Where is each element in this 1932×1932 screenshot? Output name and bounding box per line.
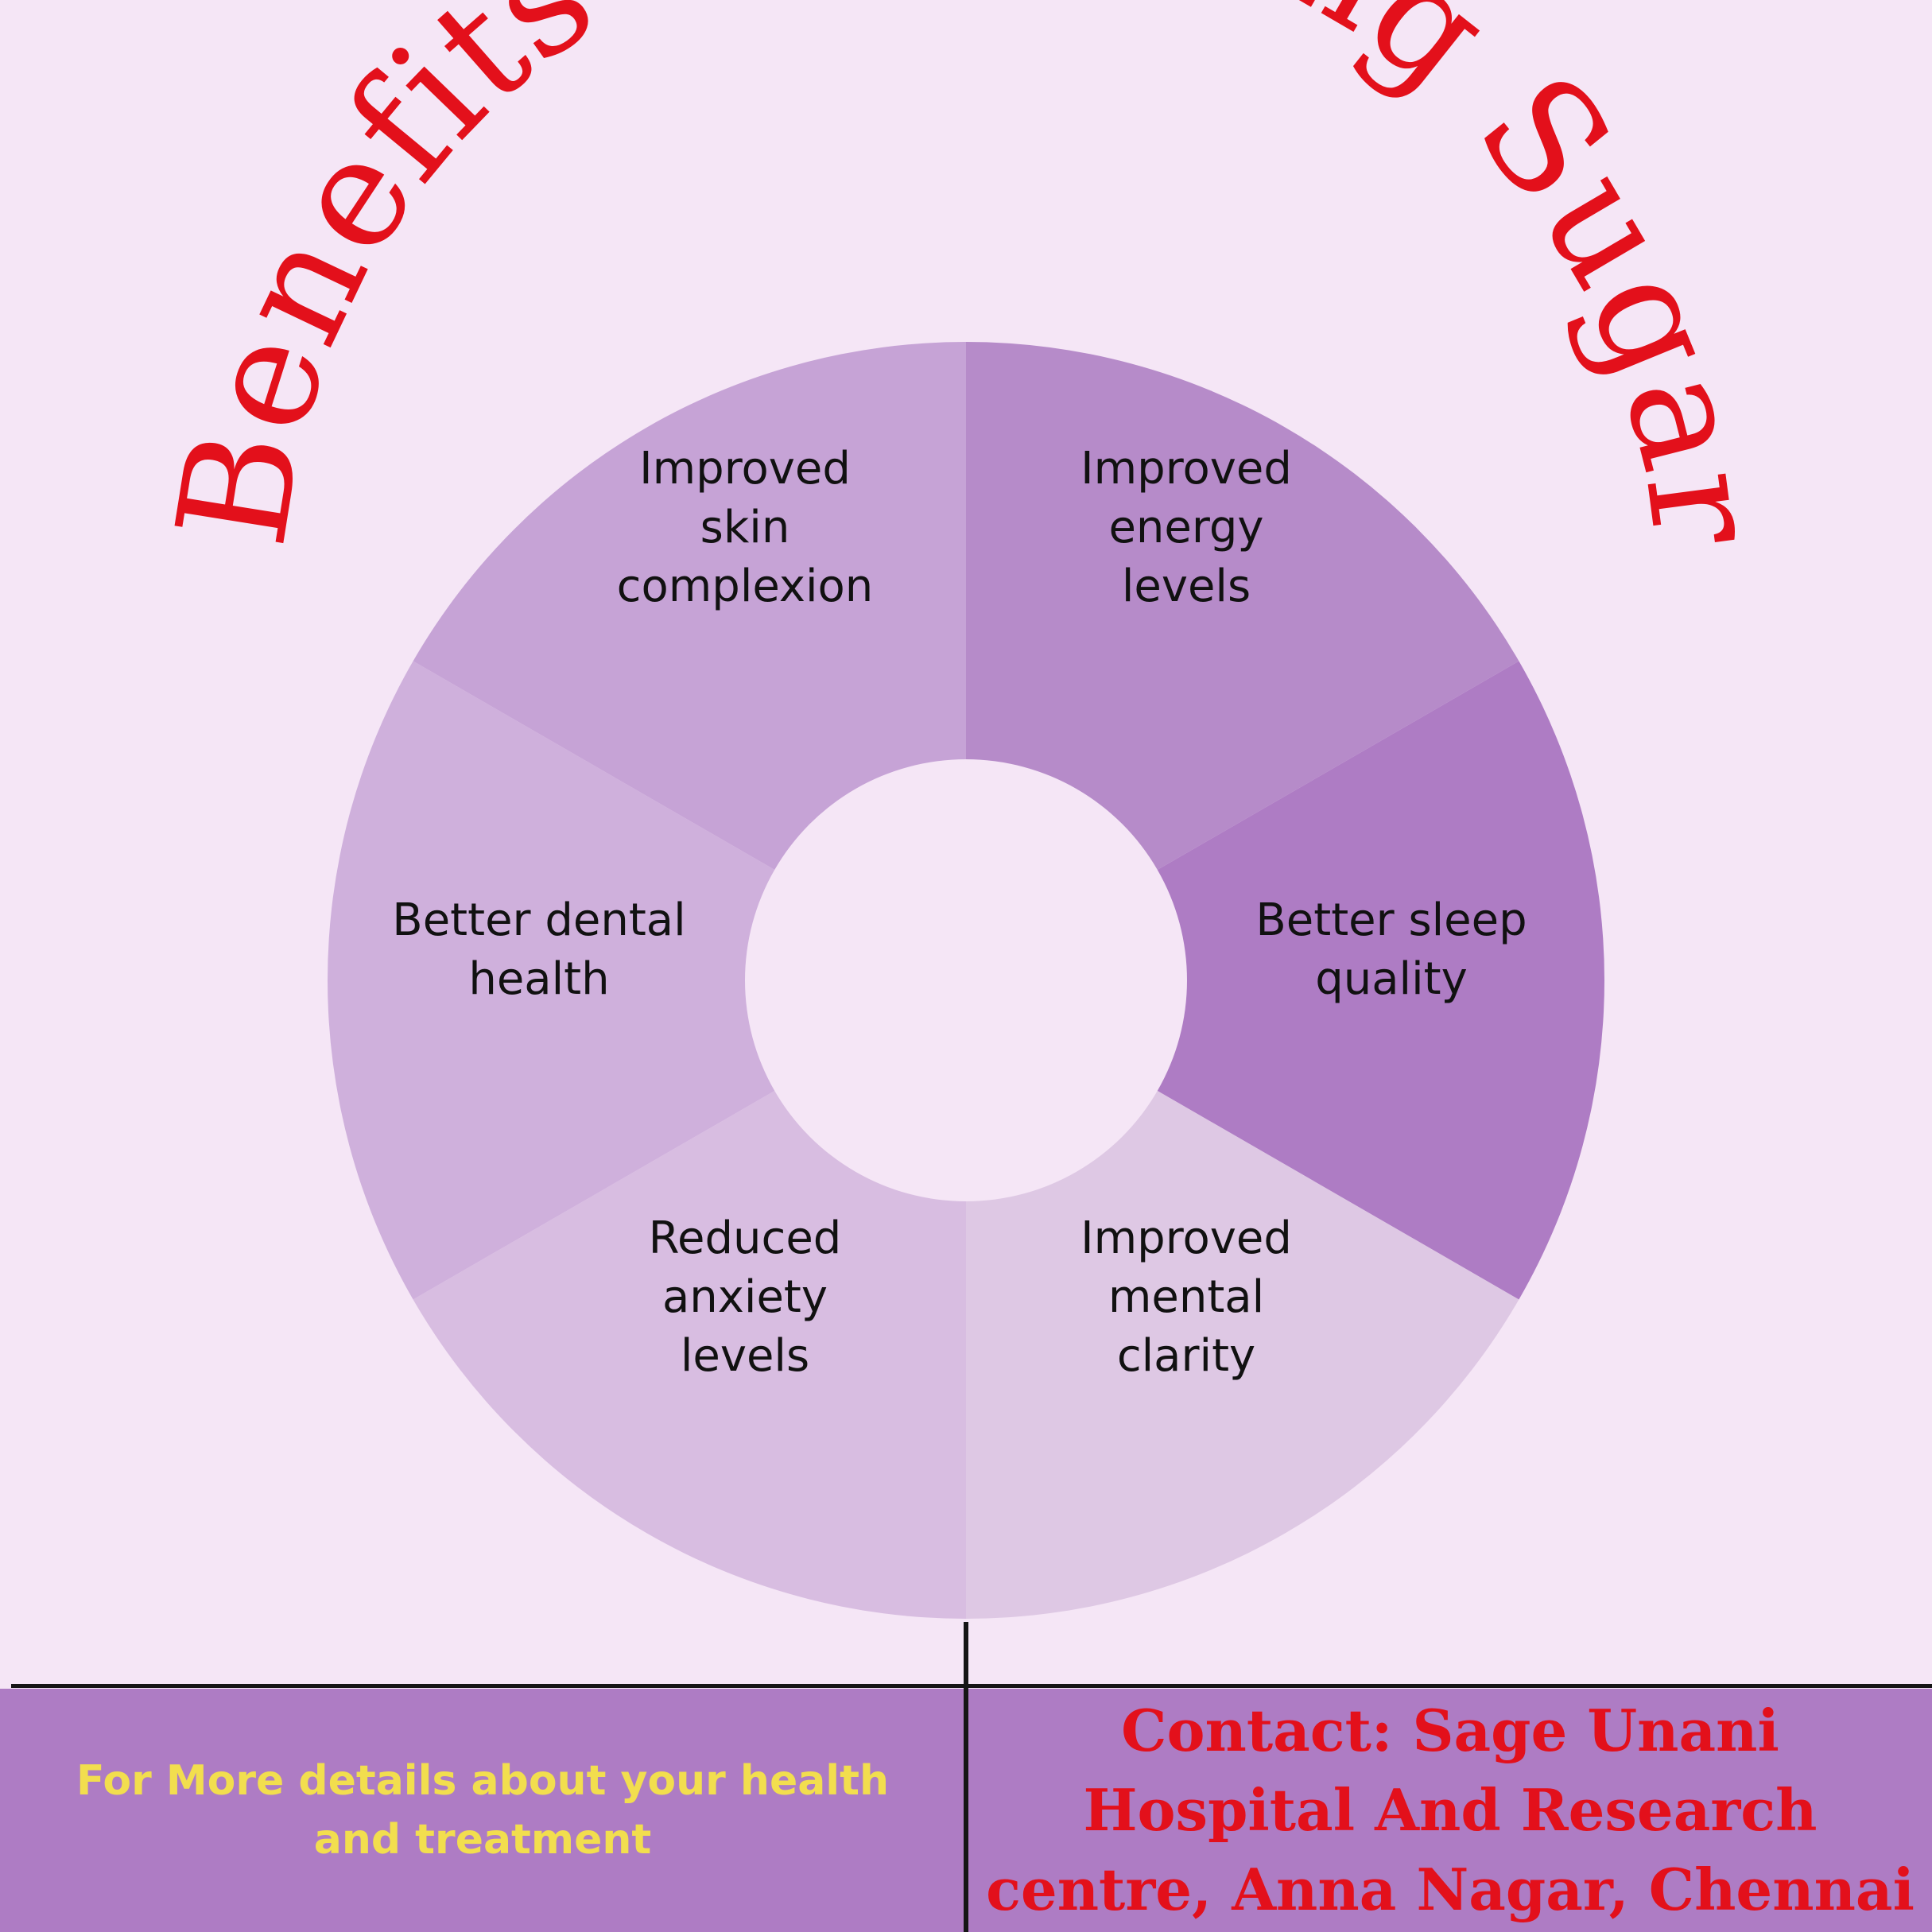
segment-label-line: complexion — [617, 561, 874, 612]
segment-label-4: Reduced anxiety levels — [649, 1212, 842, 1382]
footer-contact-panel: Contact: Sage Unani Hospital And Researc… — [968, 1689, 1932, 1932]
segment-label-2: Better sleep quality — [1255, 894, 1527, 1005]
footer-contact-text: Contact: Sage Unani Hospital And Researc… — [986, 1697, 1915, 1923]
segment-label-line: anxiety — [662, 1271, 828, 1323]
segment-label-line: clarity — [1117, 1330, 1255, 1382]
segment-label-line: Improved — [1080, 443, 1292, 495]
segment-label-3: Improved mental clarity — [1080, 1212, 1292, 1382]
ring-segment-1 — [966, 342, 1519, 870]
segment-label-line: mental — [1108, 1271, 1264, 1323]
benefits-ring — [328, 341, 1604, 1619]
segment-label-line: Improved — [1080, 1212, 1292, 1264]
footer-divider-horizontal — [11, 1684, 1932, 1688]
ring-segment-2 — [1157, 661, 1604, 1300]
segment-label-line: skin — [700, 502, 790, 553]
segment-label-6: Improved skin complexion — [617, 443, 874, 612]
footer-info-panel: For More details about your health and t… — [0, 1689, 965, 1932]
ring-segment-6 — [413, 341, 966, 870]
footer-info-text: For More details about your health and t… — [76, 1757, 889, 1864]
segment-label-line: levels — [1122, 561, 1251, 612]
segment-label-line: health — [468, 953, 609, 1005]
segment-label-line: Improved — [639, 443, 851, 495]
segment-label-line: Reduced — [649, 1212, 842, 1264]
segment-label-1: Improved energy levels — [1080, 443, 1292, 612]
segment-label-line: energy — [1108, 502, 1263, 553]
ring-segment-3 — [966, 1091, 1519, 1619]
footer-divider-vertical — [964, 1622, 968, 1932]
segment-label-line: quality — [1315, 953, 1468, 1005]
ring-segment-5 — [328, 661, 775, 1300]
segment-label-line: Better dental — [392, 894, 685, 946]
ring-segment-4 — [413, 1091, 966, 1619]
segment-label-line: levels — [681, 1330, 809, 1382]
segment-label-5: Better dental health — [392, 894, 685, 1005]
segment-label-line: Better sleep — [1255, 894, 1527, 946]
